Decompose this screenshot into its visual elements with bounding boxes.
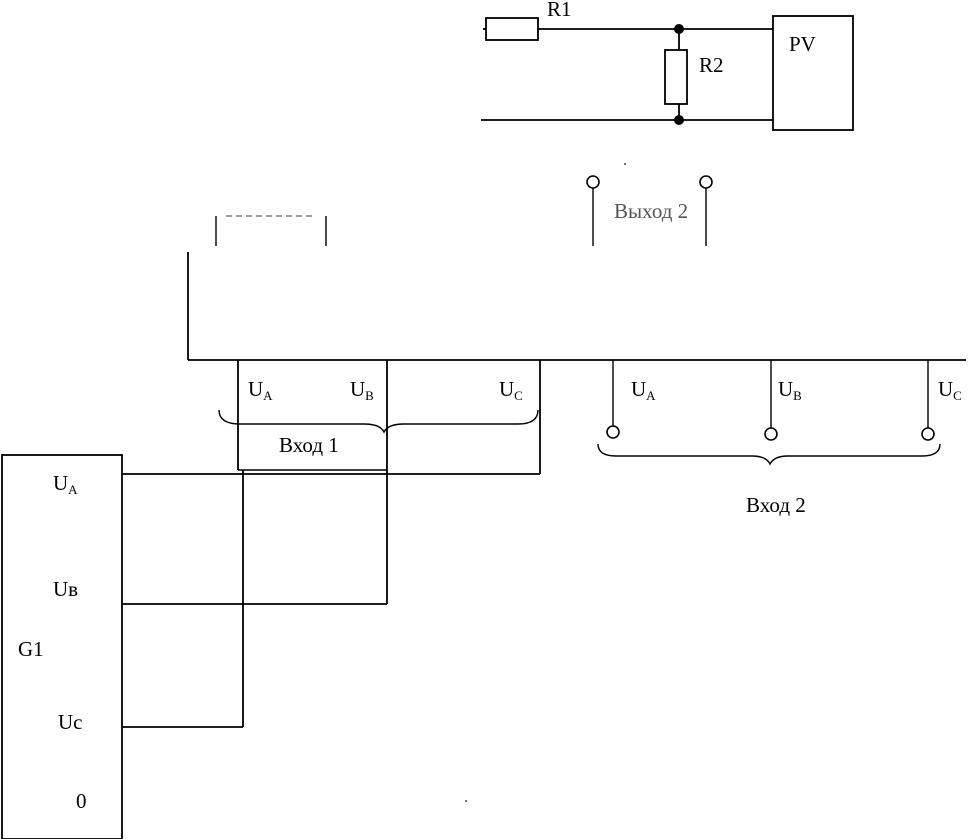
generator-g1: G1 UA Uв Uc 0 xyxy=(1,454,123,839)
label-generator: G1 xyxy=(18,637,44,661)
label-input-2: Вход 2 xyxy=(746,493,806,517)
input2-terminal-c xyxy=(921,427,935,441)
input-1: UA UB UC Вход 1 xyxy=(218,360,541,474)
label-input1-ua: UA xyxy=(248,377,273,403)
label-input2-uc: UC xyxy=(938,377,962,403)
label-output-2: Выход 2 xyxy=(614,199,688,223)
label-pv: PV xyxy=(789,32,816,56)
label-r1: R1 xyxy=(547,0,572,21)
label-gen-ub: Uв xyxy=(53,577,78,601)
label-input2-ub: UB xyxy=(778,377,802,403)
input2-terminal-b xyxy=(764,427,778,441)
device-header-bracket xyxy=(215,215,327,246)
generator-wiring xyxy=(122,470,540,728)
speck xyxy=(465,800,467,802)
resistor-r2 xyxy=(664,49,688,105)
generator-box xyxy=(1,454,123,839)
input2-terminal-a xyxy=(606,425,620,439)
brace-input-1 xyxy=(218,409,539,434)
label-input1-ub: UB xyxy=(350,377,374,403)
voltmeter-pv xyxy=(772,15,854,131)
label-gen-ua: UA xyxy=(53,471,78,497)
label-gen-uc: Uc xyxy=(58,710,83,734)
measurement-circuit: R1 R2 PV xyxy=(481,0,854,131)
label-r2: R2 xyxy=(699,53,724,77)
label-input1-uc: UC xyxy=(499,377,523,403)
label-input-1: Вход 1 xyxy=(279,433,339,457)
input-2: UA UB UC Вход 2 xyxy=(597,360,962,517)
brace-input-2 xyxy=(597,443,941,466)
output-terminal-right xyxy=(699,175,713,189)
label-input2-ua: UA xyxy=(631,377,656,403)
speck xyxy=(624,163,626,165)
resistor-r1 xyxy=(485,17,539,41)
output-terminal-left xyxy=(586,175,600,189)
device-body xyxy=(187,252,966,361)
label-gen-zero: 0 xyxy=(76,789,87,813)
output-2-terminals: Выход 2 xyxy=(586,175,713,246)
